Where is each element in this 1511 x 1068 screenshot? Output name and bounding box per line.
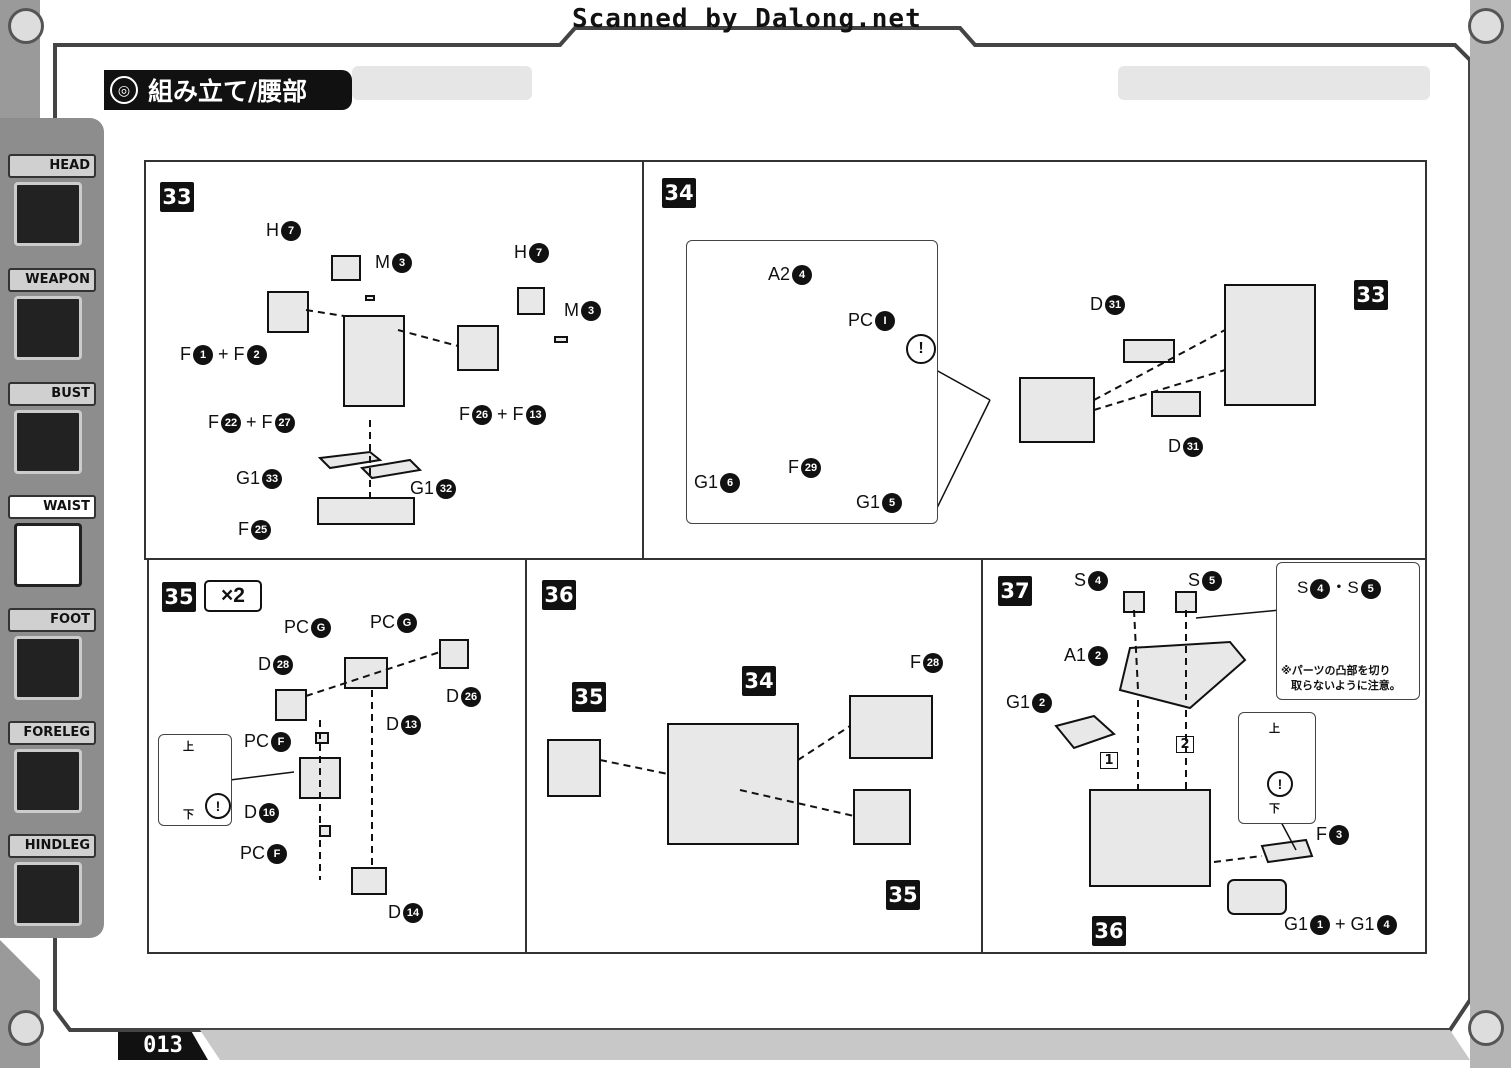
corner-ornament-icon [8, 1010, 44, 1046]
faded-header-bar [1118, 66, 1430, 100]
head-thumbnail-icon [14, 182, 82, 246]
bust-thumbnail-icon [14, 410, 82, 474]
corner-ornament-icon [1468, 1010, 1504, 1046]
section-title-bar: ◎ 組み立て/腰部 [104, 70, 352, 110]
sidebar-item-label: HINDLEG [8, 834, 96, 858]
step-reference-badge: 33 [1354, 280, 1388, 310]
multiplier-badge: ×2 [204, 580, 262, 612]
step-number: 37 [998, 576, 1032, 606]
caution-note-line-2: 取らないように注意。 [1291, 679, 1401, 692]
corner-ornament-icon [1468, 8, 1504, 44]
step-number: 36 [542, 580, 576, 610]
step-reference-badge: 36 [1092, 916, 1126, 946]
corner-ornament-icon [8, 8, 44, 44]
faded-header-bar [352, 66, 532, 100]
section-title: 組み立て/腰部 [148, 77, 308, 106]
caution-icon: ! [906, 334, 936, 364]
caution-icon: ! [205, 793, 231, 819]
orientation-bottom-label: 下 [183, 808, 194, 821]
sidebar-item-waist[interactable]: WAIST [8, 495, 96, 587]
sidebar-item-hindleg[interactable]: HINDLEG [8, 834, 96, 926]
sidebar-item-label: WAIST [8, 495, 96, 519]
sidebar-item-label: FORELEG [8, 721, 96, 745]
page-number: 013 [118, 1032, 208, 1060]
orientation-inset: 上 ! 下 [1238, 712, 1316, 824]
step-reference-badge: 35 [886, 880, 920, 910]
sidebar-item-label: HEAD [8, 154, 96, 178]
foreleg-thumbnail-icon [14, 749, 82, 813]
step-reference-badge: 34 [742, 666, 776, 696]
sidebar-item-weapon[interactable]: WEAPON [8, 268, 96, 360]
hindleg-thumbnail-icon [14, 862, 82, 926]
section-sidebar: HEAD WEAPON BUST WAIST FOOT FORELEG HIND… [0, 118, 104, 938]
waist-thumbnail-icon [14, 523, 82, 587]
sidebar-item-foreleg[interactable]: FORELEG [8, 721, 96, 813]
sidebar-item-bust[interactable]: BUST [8, 382, 96, 474]
step-number: 34 [662, 178, 696, 208]
caution-icon: ! [1267, 771, 1293, 797]
foot-thumbnail-icon [14, 636, 82, 700]
orientation-top-label: 上 [1269, 722, 1280, 735]
sidebar-item-label: FOOT [8, 608, 96, 632]
step-reference-badge: 35 [572, 682, 606, 712]
orientation-top-label: 上 [183, 740, 194, 753]
orientation-bottom-label: 下 [1269, 802, 1280, 815]
sidebar-item-foot[interactable]: FOOT [8, 608, 96, 700]
orientation-inset: 上 ! 下 [158, 734, 232, 826]
caution-note-line-1: ※パーツの凸部を切り [1281, 664, 1391, 677]
weapon-thumbnail-icon [14, 296, 82, 360]
order-mark: 2 [1176, 736, 1194, 753]
sidebar-item-head[interactable]: HEAD [8, 154, 96, 246]
step-number: 35 [162, 582, 196, 612]
sidebar-item-label: WEAPON [8, 268, 96, 292]
sidebar-item-label: BUST [8, 382, 96, 406]
scan-credit: Scanned by Dalong.net [572, 4, 922, 34]
order-mark: 1 [1100, 752, 1118, 769]
step-number: 33 [160, 182, 194, 212]
compass-icon: ◎ [110, 76, 138, 104]
